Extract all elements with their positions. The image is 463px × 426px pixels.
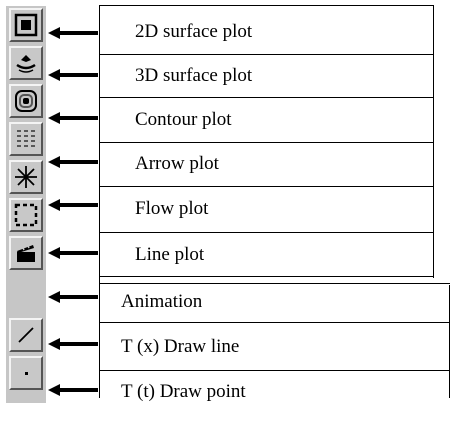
surface-2d-icon: [14, 13, 38, 37]
line-plot-button[interactable]: [9, 198, 43, 232]
arrow-plot-icon: [17, 130, 35, 147]
draw-line-icon: [18, 327, 34, 343]
table-divider: [99, 276, 434, 277]
table-divider: [99, 283, 450, 284]
arrow-plot-button[interactable]: [9, 122, 43, 156]
label-contour-plot: Contour plot: [135, 109, 232, 130]
label-line-plot: Line plot: [135, 244, 205, 265]
contour-button[interactable]: [9, 84, 43, 118]
pointer-arrow: [48, 27, 98, 39]
label-table-left-border: [99, 5, 100, 398]
plot-toolbar: [6, 6, 46, 403]
label-arrow-plot: Arrow plot: [135, 153, 219, 174]
label-3d-surface-plot: 3D surface plot: [135, 65, 253, 86]
flow-button[interactable]: [9, 160, 43, 194]
label-draw-point: T (t) Draw point: [121, 381, 246, 402]
contour-icon: [15, 90, 37, 112]
pointer-arrow: [48, 156, 98, 168]
pointer-arrow: [48, 199, 98, 211]
surface-3d-icon: [16, 55, 36, 73]
table-divider: [99, 54, 434, 55]
table-divider: [99, 5, 434, 6]
flow-icon: [15, 166, 37, 188]
pointer-arrow: [48, 247, 98, 259]
label-table-right-border: [449, 285, 450, 398]
draw-point-button[interactable]: [9, 356, 43, 390]
surface-2d-button[interactable]: [9, 8, 43, 42]
table-divider: [99, 370, 450, 371]
label-table-right-border: [433, 5, 434, 278]
table-divider: [99, 232, 434, 233]
line-plot-icon: [14, 203, 38, 227]
pointer-arrow: [48, 69, 98, 81]
animation-icon: [17, 243, 35, 262]
pointer-arrow: [48, 112, 98, 124]
table-divider: [99, 322, 450, 323]
table-divider: [99, 186, 434, 187]
draw-point-icon: [25, 372, 28, 375]
label-animation: Animation: [121, 291, 203, 312]
surface-3d-button[interactable]: [9, 46, 43, 80]
label-flow-plot: Flow plot: [135, 198, 209, 219]
table-divider: [99, 97, 434, 98]
label-2d-surface-plot: 2D surface plot: [135, 21, 253, 42]
pointer-arrow: [48, 291, 98, 303]
draw-line-button[interactable]: [9, 318, 43, 352]
pointer-arrow: [48, 338, 98, 350]
label-draw-line: T (x) Draw line: [121, 336, 240, 357]
pointer-arrow: [48, 384, 98, 396]
animation-button[interactable]: [9, 236, 43, 270]
table-divider: [99, 142, 434, 143]
